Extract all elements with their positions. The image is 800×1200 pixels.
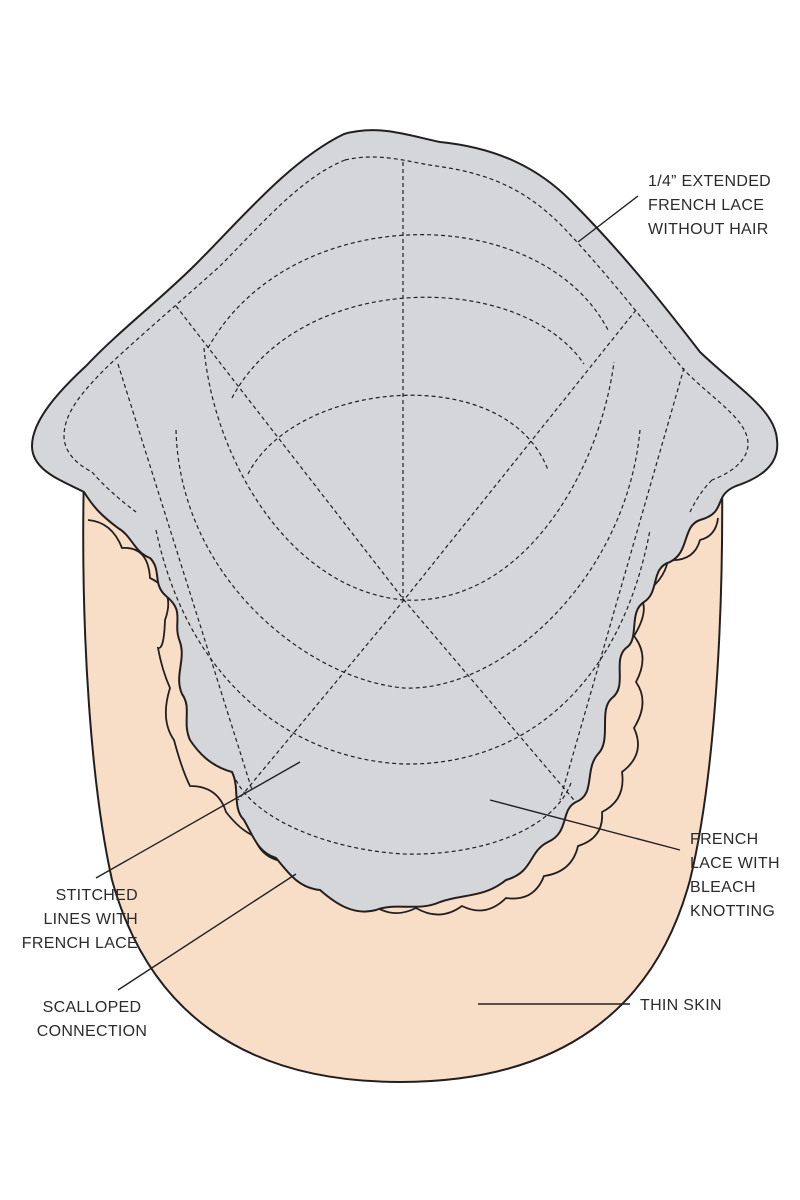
label-scalloped: SCALLOPED CONNECTION <box>22 996 162 1044</box>
label-thin-skin: THIN SKIN <box>640 994 722 1018</box>
label-line: THIN SKIN <box>640 997 722 1014</box>
label-line: FRENCH LACE <box>648 197 765 214</box>
label-line: LACE WITH <box>690 855 780 872</box>
stitch-loop-outer <box>155 529 651 765</box>
label-line: FRENCH LACE <box>21 935 138 952</box>
leader-lines <box>95 195 681 1005</box>
label-line: SCALLOPED <box>42 999 142 1016</box>
leader-extended-lace <box>577 195 639 243</box>
stitch-arc-2 <box>231 296 585 399</box>
leader-scalloped <box>117 873 297 991</box>
label-line: BLEACH <box>690 879 756 896</box>
stitch-outline <box>344 156 749 481</box>
stitch-side-left <box>117 363 253 791</box>
stitch-outline-left <box>63 159 346 473</box>
label-line: KNOTTING <box>690 903 776 920</box>
label-line: LINES WITH <box>43 911 138 928</box>
label-line: FRENCH <box>690 831 759 848</box>
stitch-arc-3 <box>207 234 609 349</box>
label-line: CONNECTION <box>36 1023 148 1040</box>
label-extended-lace: 1/4” EXTENDED FRENCH LACE WITHOUT HAIR <box>648 170 771 242</box>
stitch-outline-bottom <box>91 471 713 513</box>
leader-stitched <box>95 761 301 879</box>
french-lace-cap <box>30 129 779 913</box>
label-line: STITCHED <box>55 887 138 904</box>
leader-french-lace <box>489 799 681 851</box>
stitched-lines <box>63 156 749 855</box>
label-line: WITHOUT HAIR <box>648 221 769 238</box>
scalloped-connection-line <box>87 517 719 916</box>
stitch-loop-mid <box>175 429 641 689</box>
stitch-loop-bottom <box>235 779 573 855</box>
label-line: 1/4” EXTENDED <box>648 173 772 190</box>
stitch-arc-1 <box>247 394 549 475</box>
stitch-loop-inner <box>203 347 615 601</box>
label-stitched: STITCHED LINES WITH FRENCH LACE <box>10 884 138 956</box>
label-french-lace: FRENCH LACE WITH BLEACH KNOTTING <box>690 828 780 924</box>
stitch-side-right <box>559 367 685 801</box>
